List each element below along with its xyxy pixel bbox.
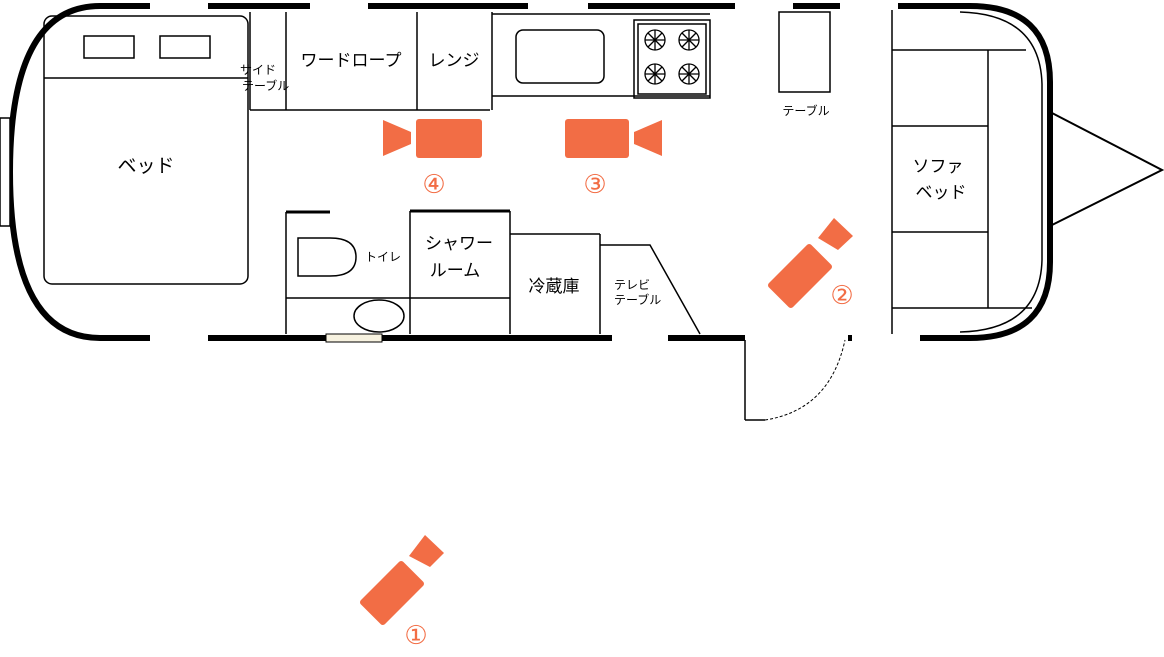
tow-hitch <box>1051 112 1164 226</box>
sofa-bed <box>891 10 1032 334</box>
tv-table-label-1: テレビ <box>614 278 650 292</box>
table <box>778 11 831 93</box>
wardrobe <box>285 12 493 110</box>
entry-door <box>744 339 846 421</box>
side-table-label-1: サイド <box>240 63 276 77</box>
camera-2-label: ② <box>830 281 853 311</box>
camera-4-label: ④ <box>422 170 445 200</box>
camera-4 <box>383 119 482 158</box>
pillow-left <box>83 35 135 59</box>
camera-1-label: ① <box>404 621 427 651</box>
pillow-right <box>159 35 211 59</box>
camera-3 <box>565 119 662 158</box>
camera-3-label: ③ <box>583 170 606 200</box>
stove <box>633 19 711 99</box>
stove-burners <box>644 29 700 85</box>
shower-room <box>409 209 511 334</box>
table-label: テーブル <box>782 103 829 118</box>
bottom-windows <box>150 335 920 341</box>
sofa-bed-label-2: ベッド <box>916 183 967 203</box>
left-end-panel <box>0 117 11 227</box>
toilet-area <box>285 210 510 334</box>
bed-area <box>43 12 490 285</box>
toilet <box>297 237 357 277</box>
camera-2 <box>768 218 853 308</box>
tv-table <box>600 244 701 335</box>
washbasin <box>353 299 405 333</box>
shower-label-1: シャワー <box>425 234 493 254</box>
fridge <box>510 233 601 334</box>
side-table-label-2: テーブル <box>242 78 289 93</box>
fridge-label: 冷蔵庫 <box>529 277 580 297</box>
bed <box>43 15 249 285</box>
sink <box>515 29 605 84</box>
bottom-vent <box>325 333 383 343</box>
toilet-label: トイレ <box>365 250 401 264</box>
range-label: レンジ <box>429 51 480 71</box>
camera-1 <box>360 535 444 625</box>
bed-label: ベッド <box>117 155 174 177</box>
tv-table-label-2: テーブル <box>614 292 661 307</box>
shower-label-2: ルーム <box>430 261 481 281</box>
top-windows <box>150 3 898 9</box>
sofa-bed-label-1: ソファ <box>913 157 964 177</box>
kitchen-counter <box>492 13 711 99</box>
trailer-shell <box>0 2 1164 343</box>
wardrobe-label: ワードロープ <box>301 51 402 71</box>
